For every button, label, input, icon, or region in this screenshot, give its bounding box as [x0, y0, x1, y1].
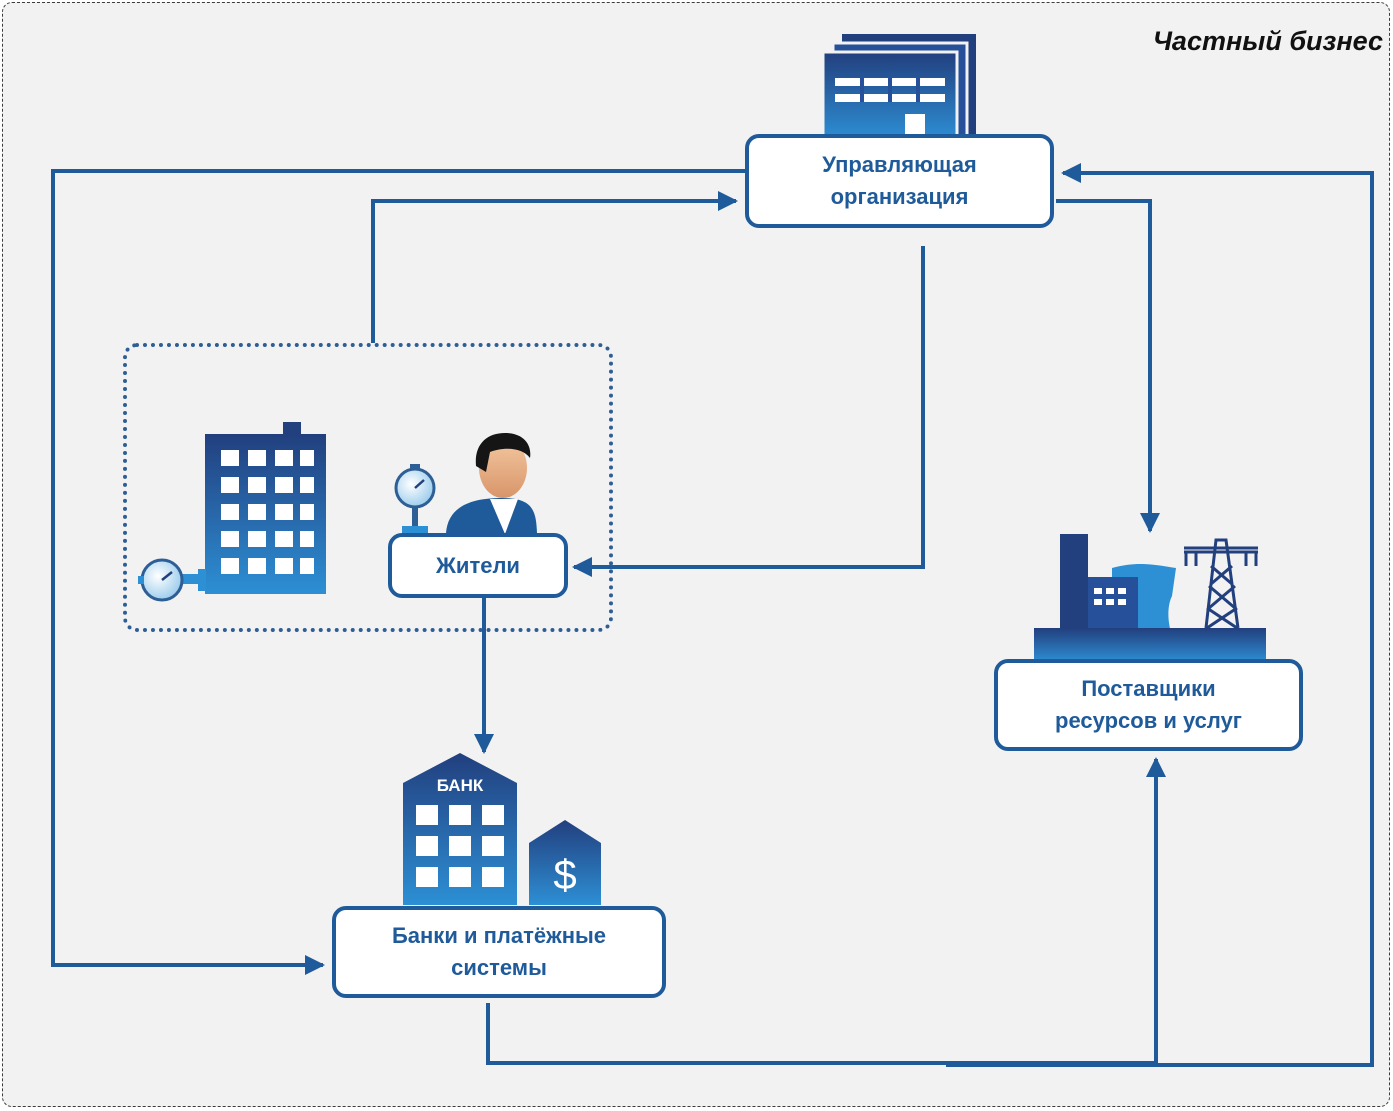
- panel-title: Частный бизнес: [1152, 26, 1383, 56]
- apartment-building-icon: [205, 422, 326, 594]
- resident-person-icon: [446, 433, 537, 534]
- dollar-icon: $: [529, 820, 601, 905]
- power-pylon-icon: [1184, 538, 1258, 630]
- connector-management-to-banks: [51, 169, 747, 975]
- banks-payment-systems-label: Банки и платёжные системы: [391, 923, 607, 980]
- office-building-icon: [821, 34, 976, 145]
- currency-symbol: $: [553, 851, 576, 898]
- residents-group-frame: [123, 343, 613, 632]
- resident-meter-icon: [394, 464, 436, 536]
- residents-node[interactable]: Жители: [388, 533, 568, 598]
- bank-sign-text: БАНК: [437, 776, 484, 795]
- bank-building-icon: БАНК: [403, 753, 517, 905]
- connector-banks-to-management: [946, 163, 1374, 1067]
- connector-residents-to-management: [371, 191, 738, 343]
- connector-banks-to-suppliers: [486, 757, 1166, 1065]
- building-meter-icon: [138, 558, 206, 602]
- connector-management-to-residents: [572, 246, 925, 577]
- resource-suppliers-node[interactable]: Поставщики ресурсов и услуг: [994, 659, 1303, 751]
- management-company-node[interactable]: Управляющая организация: [745, 134, 1054, 228]
- connector-management-to-suppliers: [1056, 199, 1160, 533]
- management-company-label: Управляющая организация: [822, 152, 977, 209]
- residents-label: Жители: [436, 552, 520, 578]
- power-plant-icon: [1034, 534, 1266, 662]
- resource-suppliers-label: Поставщики ресурсов и услуг: [1055, 676, 1242, 733]
- banks-payment-systems-node[interactable]: Банки и платёжные системы: [332, 906, 666, 998]
